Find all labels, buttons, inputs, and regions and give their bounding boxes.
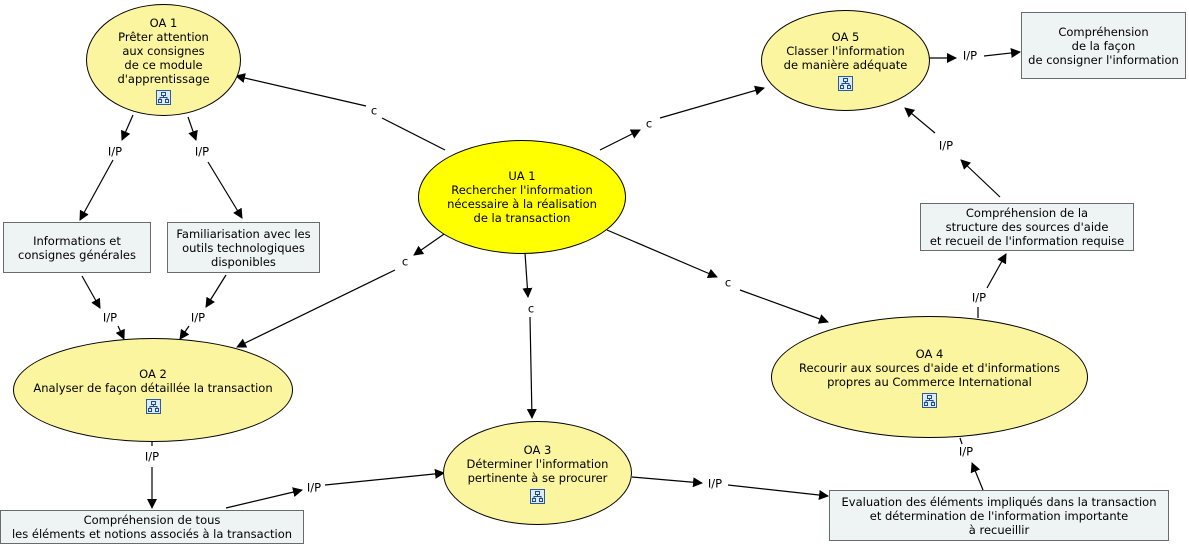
link-label-oa1-info: I/P	[105, 144, 125, 159]
link-label-ua1-oa2: c	[399, 254, 411, 269]
edge-ua1-oa5-a	[599, 129, 641, 151]
concept-oa3-label: OA 3	[523, 442, 552, 457]
concept-map-icon[interactable]	[145, 398, 161, 414]
concept-map-icon[interactable]	[838, 76, 853, 91]
concept-map-icon[interactable]	[156, 89, 171, 105]
edge-ua1-oa3-a	[522, 252, 533, 298]
concept-ua1[interactable]: UA 1 Rechercher l'information nécessaire…	[418, 140, 626, 254]
edge-ua1-oa2-b	[236, 269, 396, 348]
edge-ua1-oa1-a	[381, 117, 446, 151]
link-label-ua1-oa1: c	[368, 103, 380, 118]
box-familiarisation[interactable]: Familiarisation avec les outils technolo…	[167, 222, 320, 273]
box-familiarisation-text: Familiarisation avec les outils technolo…	[176, 226, 311, 269]
edge-ua1-oa1-b	[235, 73, 367, 107]
edge-oa5-compfacon-b	[983, 48, 1021, 58]
link-label-comptous-oa3: I/P	[304, 480, 324, 495]
concept-oa2[interactable]: OA 2 Analyser de façon détaillée la tran…	[13, 338, 293, 442]
box-informations-consignes-text: Informations et consignes générales	[18, 233, 136, 262]
concept-oa2-text: Analyser de façon détaillée la transacti…	[33, 380, 273, 395]
concept-oa3[interactable]: OA 3 Déterminer l'information pertinente…	[443, 421, 632, 525]
link-label-oa2-comptous: I/P	[142, 449, 162, 464]
edge-struct-oa5-a	[960, 159, 1001, 198]
concept-oa1-text: Prêter attention aux consignes de ce mod…	[117, 29, 210, 86]
box-evaluation-text: Evaluation des éléments impliqués dans l…	[841, 494, 1157, 537]
edge-fam-oa2-a	[205, 274, 227, 308]
link-label-struct-oa5: I/P	[936, 138, 956, 153]
concept-oa2-label: OA 2	[139, 366, 167, 381]
concept-map-icon[interactable]	[922, 392, 937, 408]
edge-info-oa2-b	[115, 325, 125, 340]
edge-struct-oa5-b	[904, 107, 936, 134]
box-comprehension-tous[interactable]: Compréhension de tous les éléments et no…	[0, 510, 304, 544]
box-comprehension-tous-text: Compréhension de tous les éléments et no…	[11, 513, 293, 541]
concept-oa5[interactable]: OA 5 Classer l'information de manière ad…	[761, 10, 930, 111]
edge-ua1-oa3-b	[526, 316, 537, 419]
box-informations-consignes[interactable]: Informations et consignes générales	[3, 222, 151, 273]
edge-ua1-oa4-a	[606, 229, 718, 279]
concept-oa4[interactable]: OA 4 Recourir aux sources d'aide et d'in…	[771, 316, 1088, 438]
concept-map-icon[interactable]	[530, 488, 545, 504]
edge-comptous-oa3-a	[225, 487, 303, 509]
edge-info-oa2-a	[81, 275, 101, 309]
box-comprehension-structure[interactable]: Compréhension de la structure des source…	[920, 203, 1134, 251]
edge-oa1-fam-a	[187, 116, 198, 141]
concept-ua1-text: Rechercher l'information nécessaire à la…	[447, 183, 597, 225]
link-label-ua1-oa5: c	[643, 116, 655, 131]
link-label-ua1-oa4: c	[722, 275, 734, 290]
edge-ua1-oa2-a	[413, 231, 448, 256]
link-label-eval-oa4: I/P	[956, 444, 976, 459]
concept-oa1[interactable]: OA 1 Prêter attention aux consignes de c…	[86, 4, 241, 116]
edge-oa1-fam-b	[207, 161, 243, 219]
link-label-oa1-fam: I/P	[192, 144, 212, 159]
box-comprehension-facon[interactable]: Compréhension de la façon de consigner l…	[1021, 12, 1186, 79]
edge-ua1-oa5-b	[659, 85, 765, 119]
concept-oa3-text: Déterminer l'information pertinente à se…	[466, 456, 609, 485]
link-label-fam-oa2: I/P	[188, 310, 208, 325]
concept-oa5-text: Classer l'information de manière adéquat…	[783, 44, 908, 72]
concept-oa4-label: OA 4	[915, 346, 944, 361]
link-label-info-oa2: I/P	[100, 310, 120, 325]
edge-oa1-info-b	[79, 159, 114, 221]
concept-oa4-text: Recourir aux sources d'aide et d'informa…	[799, 360, 1060, 389]
edge-oa3-eval-b	[727, 484, 829, 500]
link-label-oa4-struct: I/P	[969, 290, 989, 305]
concept-ua1-label: UA 1	[508, 169, 536, 183]
edge-oa4-struct-b	[986, 253, 1007, 289]
concept-oa5-label: OA 5	[831, 30, 860, 44]
box-evaluation[interactable]: Evaluation des éléments impliqués dans l…	[829, 490, 1169, 541]
box-comprehension-structure-text: Compréhension de la structure des source…	[929, 206, 1125, 248]
link-label-ua1-oa3: c	[525, 301, 537, 316]
edge-ua1-oa4-b	[739, 289, 829, 324]
box-comprehension-facon-text: Compréhension de la façon de consigner l…	[1028, 24, 1179, 67]
link-label-oa5-compfacon: I/P	[960, 48, 980, 63]
edge-eval-oa4-b	[959, 437, 963, 445]
edge-oa3-eval-a	[631, 476, 703, 488]
edge-oa1-info-a	[121, 114, 134, 141]
edge-eval-oa4-a	[970, 462, 984, 491]
edge-fam-oa2-b	[179, 325, 190, 340]
link-label-oa3-eval: I/P	[705, 476, 725, 491]
concept-oa1-label: OA 1	[149, 15, 178, 30]
edge-comptous-oa3-b	[324, 468, 445, 486]
